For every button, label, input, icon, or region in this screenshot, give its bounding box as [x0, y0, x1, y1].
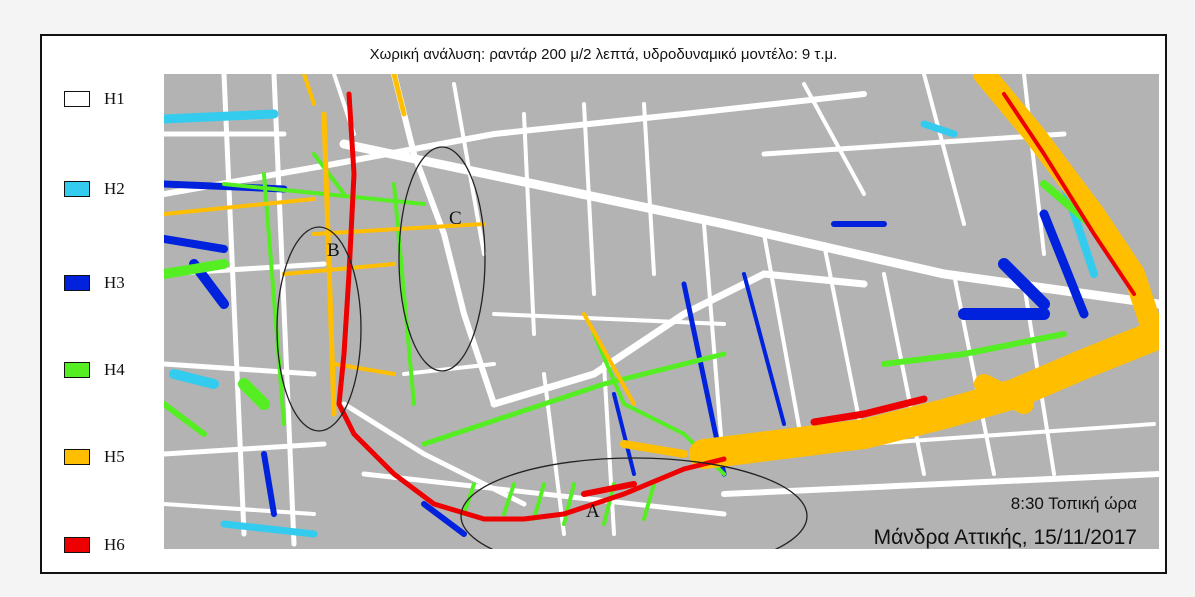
- legend-item-h3: H3: [64, 272, 125, 294]
- legend-label-h5: H5: [104, 447, 125, 466]
- street-network: [164, 74, 1159, 547]
- zone-b-label: B: [327, 240, 340, 261]
- zone-ellipses: [276, 146, 808, 549]
- flood-layer-h2: [164, 109, 1098, 538]
- place-date-label: Μάνδρα Αττικής, 15/11/2017: [873, 526, 1137, 549]
- legend-label-h2: H2: [104, 179, 125, 198]
- legend-label-h4: H4: [104, 360, 125, 379]
- zone-a-ellipse: [460, 457, 808, 549]
- legend-item-h2: H2: [64, 178, 125, 200]
- time-label: 8:30 Τοπική ώρα: [1010, 494, 1137, 513]
- legend-swatch-h6: [64, 537, 90, 553]
- hazard-legend: H1 H2 H3 H4 H5 H6: [64, 88, 174, 558]
- legend-label-h1: H1: [104, 89, 125, 108]
- legend-swatch-h3: [64, 275, 90, 291]
- zone-c-label: C: [449, 208, 462, 229]
- legend-swatch-h5: [64, 449, 90, 465]
- legend-item-h4: H4: [64, 359, 125, 381]
- legend-item-h5: H5: [64, 446, 125, 468]
- flood-map: A B C: [164, 74, 1159, 549]
- legend-item-h1: H1: [64, 88, 125, 110]
- flood-layer-h6: [336, 91, 1136, 522]
- legend-item-h6: H6: [64, 534, 125, 556]
- map-frame: Χωρική ανάλυση: ραντάρ 200 μ/2 λεπτά, υδ…: [40, 34, 1167, 574]
- legend-swatch-h1: [64, 91, 90, 107]
- legend-label-h3: H3: [104, 273, 125, 292]
- legend-label-h6: H6: [104, 535, 125, 554]
- zone-c-ellipse: [398, 146, 486, 372]
- zone-b-ellipse: [276, 226, 362, 432]
- legend-swatch-h4: [64, 362, 90, 378]
- flood-map-svg: A B C: [164, 74, 1159, 549]
- legend-swatch-h2: [64, 181, 90, 197]
- zone-a-label: A: [586, 501, 600, 522]
- map-title: Χωρική ανάλυση: ραντάρ 200 μ/2 λεπτά, υδ…: [369, 46, 838, 63]
